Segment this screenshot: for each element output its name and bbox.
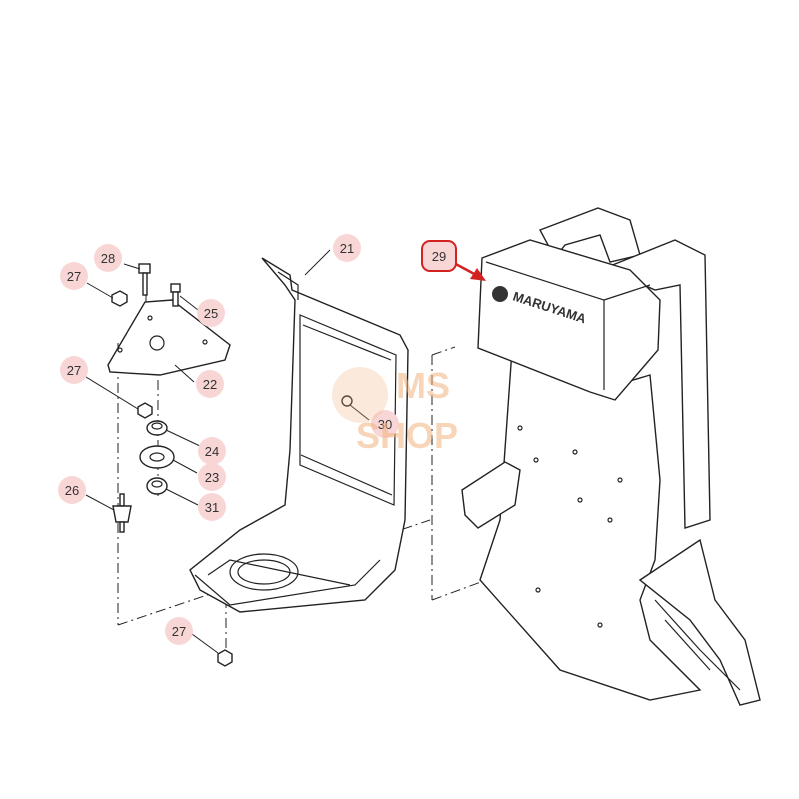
callout-27-bottom: 27 (165, 617, 193, 645)
bolt-part-28[interactable] (138, 263, 151, 296)
screw-part-30[interactable] (341, 395, 353, 407)
svg-text:22: 22 (203, 377, 217, 392)
svg-text:30: 30 (378, 417, 392, 432)
callout-30: 30 (371, 410, 399, 438)
callout-29-highlighted: 29 (421, 240, 457, 272)
svg-text:31: 31 (205, 500, 219, 515)
callout-26: 26 (58, 476, 86, 504)
callout-23: 23 (198, 463, 226, 491)
rubber-mount-part-24[interactable] (146, 420, 168, 436)
backpack-pad-part-29[interactable] (461, 207, 761, 706)
bolt-part-25[interactable] (170, 283, 181, 307)
svg-text:MS: MS (396, 365, 450, 406)
svg-text:27: 27 (67, 363, 81, 378)
leader-lines (85, 249, 370, 654)
callout-28: 28 (94, 244, 122, 272)
svg-text:28: 28 (101, 251, 115, 266)
svg-text:26: 26 (65, 483, 79, 498)
washer-part-23[interactable] (139, 445, 175, 469)
ms-shop-watermark: MS SHOP (332, 365, 458, 456)
svg-text:27: 27 (172, 624, 186, 639)
nut-part-31[interactable] (146, 477, 168, 495)
stud-part-26[interactable] (112, 493, 132, 533)
frame-part-21[interactable] (189, 257, 409, 613)
nut-part-27-mid[interactable] (137, 402, 153, 419)
svg-text:25: 25 (204, 306, 218, 321)
callout-22: 22 (196, 370, 224, 398)
callout-27-mid: 27 (60, 356, 88, 384)
nut-part-27-top[interactable] (111, 290, 128, 307)
callout-31: 31 (198, 493, 226, 521)
nut-part-27-bottom[interactable] (217, 649, 233, 667)
svg-text:SHOP: SHOP (356, 415, 458, 456)
svg-text:29: 29 (432, 249, 446, 264)
callout-24: 24 (198, 437, 226, 465)
callout-21: 21 (333, 234, 361, 262)
mounting-holes (517, 425, 623, 628)
svg-text:21: 21 (340, 241, 354, 256)
svg-text:24: 24 (205, 444, 219, 459)
callout-25: 25 (197, 299, 225, 327)
callout-27-top: 27 (60, 262, 88, 290)
mounting-plate-part-22[interactable] (107, 299, 231, 376)
svg-text:23: 23 (205, 470, 219, 485)
svg-text:27: 27 (67, 269, 81, 284)
